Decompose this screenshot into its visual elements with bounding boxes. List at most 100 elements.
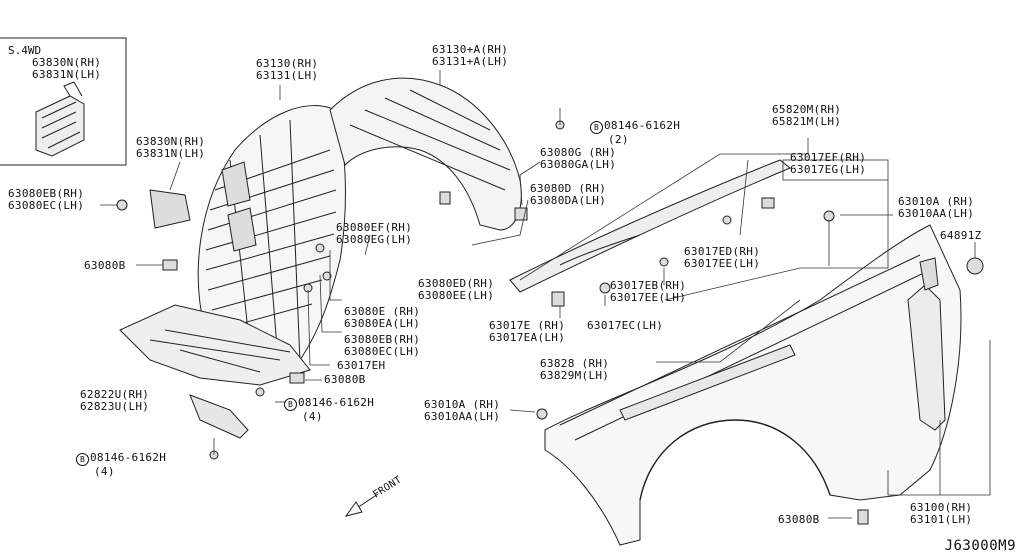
part-label-line: 63828 (RH) [540,357,610,370]
part-label-63100: 63100(RH)63101(LH) [910,502,972,526]
part-label-line: 63017EG(LH) [790,163,867,176]
part-number-text: 08146-6162H [298,396,375,409]
part-label-line: 63080DA(LH) [530,194,607,207]
diagram-code: J63000M9 [944,538,1016,554]
bolt-symbol-icon: B [590,121,603,134]
part-label-64891z: 64891Z [940,230,982,242]
part-label-line: 62822U(RH) [80,388,150,401]
part-label-line: 63080B [84,259,126,272]
part-label-line: 63830N(RH) [136,135,206,148]
part-label-line: 63017EE(LH) [684,257,761,270]
part-label-line: 63080EC(LH) [8,199,85,212]
part-label-line: 63080ED(RH) [418,277,495,290]
part-label-line: 63131+A(LH) [432,55,509,68]
part-label-63017eh: 63017EH [337,360,385,372]
part-label-line: 63017EA(LH) [489,331,566,344]
part-label-line: 63080B [324,373,366,386]
fender-seal-drawing [619,344,796,421]
part-label-63080e: 63080E (RH)63080EA(LH) [344,306,420,330]
part-label-line: 63017ED(RH) [684,245,761,258]
part-label-63080b_right: 63080B [778,514,820,526]
part-label-line: 63017EF(RH) [790,151,867,164]
part-label-line: 63080B [778,513,820,526]
part-label-63080ef: 63080EF(RH)63080EG(LH) [336,222,412,246]
part-label-line: (4) [302,410,323,423]
part-label-63080ed: 63080ED(RH)63080EE(LH) [418,278,494,302]
part-label-63017ed: 63017ED(RH)63017EE(LH) [684,246,760,270]
bolt-symbol-icon: B [284,398,297,411]
part-label-line: 63080G (RH) [540,146,617,159]
clips-drawing [116,120,984,525]
part-label-line: (2) [608,133,629,146]
part-label-line: 65821M(LH) [772,115,842,128]
part-label-line: 63080EE(LH) [418,289,495,302]
small-bracket-drawing [189,394,249,439]
part-label-line: 63829M(LH) [540,369,610,382]
part-label-line: (4) [94,465,115,478]
part-label-line: 63080EB(RH) [344,333,421,346]
part-label-line: 63010AA(LH) [424,410,501,423]
part-number-text: 08146-6162H [90,451,167,464]
part-label-line: 63100(RH) [910,501,973,514]
part-label-63017e: 63017E (RH)63017EA(LH) [489,320,565,344]
part-label-line: 63080EG(LH) [336,233,413,246]
part-label-line: 63080D (RH) [530,182,607,195]
front-arrow [344,493,379,517]
bolt-symbol-icon: B [76,453,89,466]
part-label-63130: 63130(RH)63131(LH) [256,58,318,82]
part-label-63080d: 63080D (RH)63080DA(LH) [530,183,606,207]
part-label-line: 63131(LH) [256,69,319,82]
part-label-line: 63101(LH) [910,513,973,526]
part-label-63010a_top: 63010A (RH)63010AA(LH) [898,196,974,220]
part-label-62822u: 62822U(RH)62823U(LH) [80,389,149,413]
part-label-line: 63017E (RH) [489,319,566,332]
part-label-line: 63010A (RH) [424,398,501,411]
inset-title: S.4WD [8,44,42,57]
part-label-line: 63080GA(LH) [540,158,617,171]
part-label-line: 63080EC(LH) [344,345,421,358]
part-label-63080eb_mid: 63080EB(RH)63080EC(LH) [344,334,420,358]
side-garnish-drawing [509,159,791,293]
inset-part-number: 63830N(RH) 63831N(LH) [32,56,102,81]
part-label-63017ec: 63017EC(LH) [587,320,663,332]
part-label-line: 63010A (RH) [898,195,975,208]
part-label-line: 63017EE(LH) [610,291,687,304]
part-label-line: 63080EB(RH) [8,187,85,200]
part-label-line: 63080EF(RH) [336,221,413,234]
part-label-63010a_bot: 63010A (RH)63010AA(LH) [424,399,500,423]
part-label-line: 63017EB(RH) [610,279,687,292]
part-label-line: 64891Z [940,229,982,242]
part-label-line: 63130(RH) [256,57,319,70]
part-label-line: 63010AA(LH) [898,207,975,220]
part-label-63017ef: 63017EF(RH)63017EG(LH) [790,152,866,176]
fender-drawing [544,224,962,546]
part-label-line: 63130+A(RH) [432,43,509,56]
part-label-63017eb: 63017EB(RH)63017EE(LH) [610,280,686,304]
part-label-line: 63017EC(LH) [587,319,664,332]
part-label-line: 63831N(LH) [136,147,206,160]
part-label-63130a: 63130+A(RH)63131+A(LH) [432,44,508,68]
part-label-63830n: 63830N(RH)63831N(LH) [136,136,205,160]
part-label-65820m: 65820M(RH)65821M(LH) [772,104,841,128]
part-label-63828: 63828 (RH)63829M(LH) [540,358,609,382]
leader-lines [100,70,991,519]
part-label-63080g: 63080G (RH)63080GA(LH) [540,147,616,171]
part-label-line: 63017EH [337,359,386,372]
undercover-drawing [119,304,311,386]
inset-frame [0,37,127,166]
part-label-line: 62823U(LH) [80,400,150,413]
part-label-63080eb_left: 63080EB(RH)63080EC(LH) [8,188,84,212]
fender-protector-drawing [907,257,946,431]
part-label-63080b_left: 63080B [84,260,126,272]
inset-bracket-drawing [35,81,85,157]
part-number-text: 08146-6162H [604,119,681,132]
part-label-line: 63080EA(LH) [344,317,421,330]
